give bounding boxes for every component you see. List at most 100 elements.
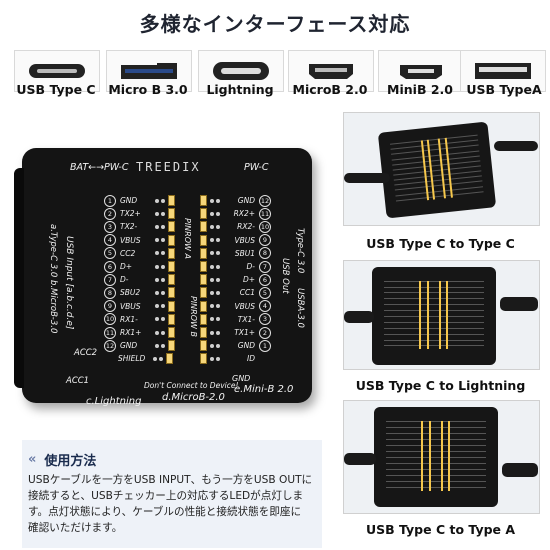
mini-pin-line [384,316,484,317]
bat-pwc-label: BAT←→PW-C [70,162,129,173]
solder-pad [210,224,214,229]
pin-name: D+ [242,275,255,285]
pin-number: 4 [104,234,116,247]
pin-led [200,261,207,272]
mini-pin-line [393,170,482,181]
pin-number: 1 [104,194,116,207]
micro-b-3-port-icon [106,50,192,92]
caption-typec-typea: USB Type C to Type A [365,522,516,537]
mini-pin-line [386,445,486,446]
mini-pin-line [384,333,484,335]
thumb-typec-lightning [343,260,540,370]
right-pin-row: TX1+ 2 [198,326,271,339]
solder-pad [216,277,220,282]
pin-led [200,353,207,365]
usage-heading: « 使用方法 [28,450,96,469]
mini-pin-line [384,310,484,312]
usage-panel: « 使用方法 USBケーブルを一方をUSB INPUT、もう一方をUSB OUT… [22,440,322,548]
pin-number: 1 [259,339,271,352]
pin-name: RX2+ [233,209,255,219]
cable-left [344,173,390,183]
mini-pin-line [390,139,479,150]
right-pin-row: ID [198,352,269,365]
usb-input-types: a.Type-C 3.0 b.MicroB-3.0 [48,224,58,334]
solder-pad [210,211,214,216]
pin-name: VBUS [234,235,255,245]
solder-pad [216,304,220,309]
usb-input-label: USB Input [a.b.c.d.e] [64,236,74,330]
pin-number: 2 [104,207,116,220]
mini-pin-line [386,475,486,476]
solder-pad [155,290,159,295]
solder-pad [216,356,220,361]
double-chevron-icon: « [28,452,37,467]
pin-led [168,327,175,338]
mini-b-port-icon [378,50,464,92]
pin-name: GND [237,196,255,205]
solder-pad [155,330,159,335]
mini-board [377,121,497,219]
micro-b-2-port-icon [288,50,374,92]
acc1-label: ACC1 [66,376,90,386]
pin-number: 9 [259,234,271,247]
connector-label: MicroB 2.0 [292,82,368,97]
left-pin-row: SHIELD [104,352,175,365]
pin-name: RX1+ [120,328,142,337]
solder-pad [161,224,165,229]
thumb-typec-typea [343,400,540,514]
usage-line: USBケーブルを一方をUSB INPUT、もう一方をUSB OUTに [28,474,313,486]
cable-left [344,453,376,465]
mini-pin-line [386,427,486,428]
usb-out-label: USB Out [280,258,290,294]
pin-number: 9 [104,300,116,313]
right-pin-row: RX2+11 [198,207,271,220]
pin-name: TX1+ [234,328,255,337]
pin-led [200,221,207,233]
page-title: 多様なインターフェース対応 [139,12,411,36]
pin-name: RX2- [237,222,255,232]
mini-led-column [448,421,451,491]
mini-pin-line [384,280,484,282]
lightning-port-icon [198,50,284,92]
pin-number: 2 [259,326,271,339]
pin-number: 5 [259,286,271,299]
solder-pad [161,264,165,269]
right-pin-row: RX2-10 [198,220,271,233]
right-pin-row: TX1-3 [198,313,271,326]
pin-name: VBUS [120,301,141,311]
cable-left [344,311,374,323]
connector-label: USB Type C [16,82,96,97]
mini-pin-line [386,487,486,488]
right-pin-row: GND 12 [198,194,271,207]
pin-name: SBU2 [120,288,141,298]
pin-led [168,300,175,312]
pin-led [200,300,207,312]
mini-pin-line [384,327,484,329]
right-pin-row: D+6 [198,273,271,286]
pin-led [168,208,175,220]
pin-led [200,274,207,286]
mini-pin-line [390,134,478,145]
right-pin-row: VBUS 9 [198,234,271,247]
mini-led-column [440,421,443,491]
pin-number: 12 [259,194,271,207]
solder-pad [153,356,157,361]
pin-led [200,234,207,246]
solder-pad [216,224,220,229]
pin-number [104,354,114,364]
pin-name: VBUS [234,301,255,311]
mini-pin-line [391,150,480,161]
usage-line: す。点灯状態により、ケーブルの性能と接続状態を即座に [28,506,302,518]
pin-number: 12 [104,339,116,352]
mini-led-column [438,280,441,350]
usb-checker-board: BAT←→PW-C TREEDIX PW-C USB Input [a.b.c.… [14,148,312,407]
solder-pad [161,330,165,335]
